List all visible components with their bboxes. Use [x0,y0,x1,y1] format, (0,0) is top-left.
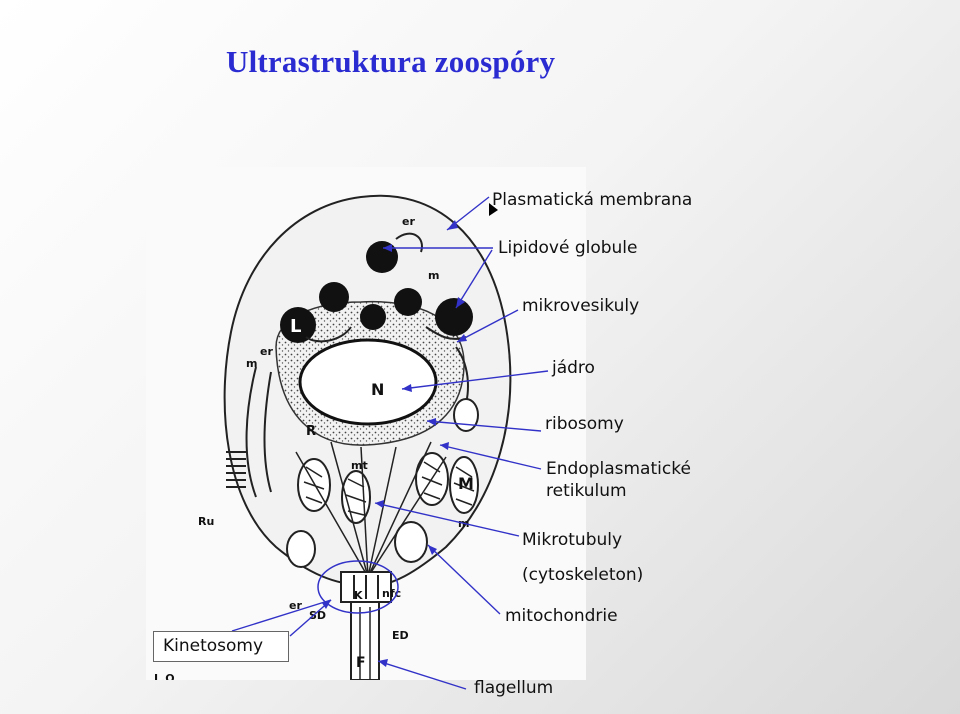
fig-letter: m [458,517,469,530]
lipid-globule [394,288,422,316]
fig-letter: m [246,357,257,370]
fig-letter: K [354,589,363,602]
label-ribosomes: ribosomy [545,414,624,434]
fig-letter: L.O [154,672,175,680]
lipid-globule [435,298,473,336]
label-microvesicles: mikrovesikuly [522,296,640,316]
label-flagellum: flagellum [474,678,554,698]
label-er-line1: Endoplasmatické [546,459,691,479]
lipid-globule [360,304,386,330]
label-kinetosome: Kinetosomy [153,631,289,662]
fig-letter: F [356,655,366,671]
fig-letter: R [306,424,316,439]
label-er-line2: retikulum [546,481,627,501]
label-mitochondria: mitochondrie [505,606,618,626]
label-lipid-globule: Lipidové globule [498,238,638,258]
label-plasma-membrane: Plasmatická membrana [492,190,693,210]
nucleus-shape [298,338,438,426]
fig-letter: er [260,345,273,358]
lipid-globule-L [280,307,316,343]
slide-title: Ultrastruktura zoospóry [226,44,556,79]
lipid-globule [319,282,349,312]
fig-letter: M [458,474,474,493]
fig-letter: SD [309,609,326,622]
fig-letter: N [371,380,384,399]
fig-letter: L [290,316,301,337]
label-nucleus: jádro [552,358,595,378]
fig-letter: ED [392,629,409,642]
fig-letter: m [428,269,439,282]
fig-letter: nfc [382,587,401,600]
fig-letter: mt [351,459,368,472]
label-microtubules-line1: Mikrotubuly [522,530,623,550]
label-microtubules-line2: (cytoskeleton) [522,565,644,585]
fig-letter: er [289,599,302,612]
lipid-globule [366,241,398,273]
fig-letter: er [402,215,415,228]
fig-letter: Ru [198,515,214,528]
